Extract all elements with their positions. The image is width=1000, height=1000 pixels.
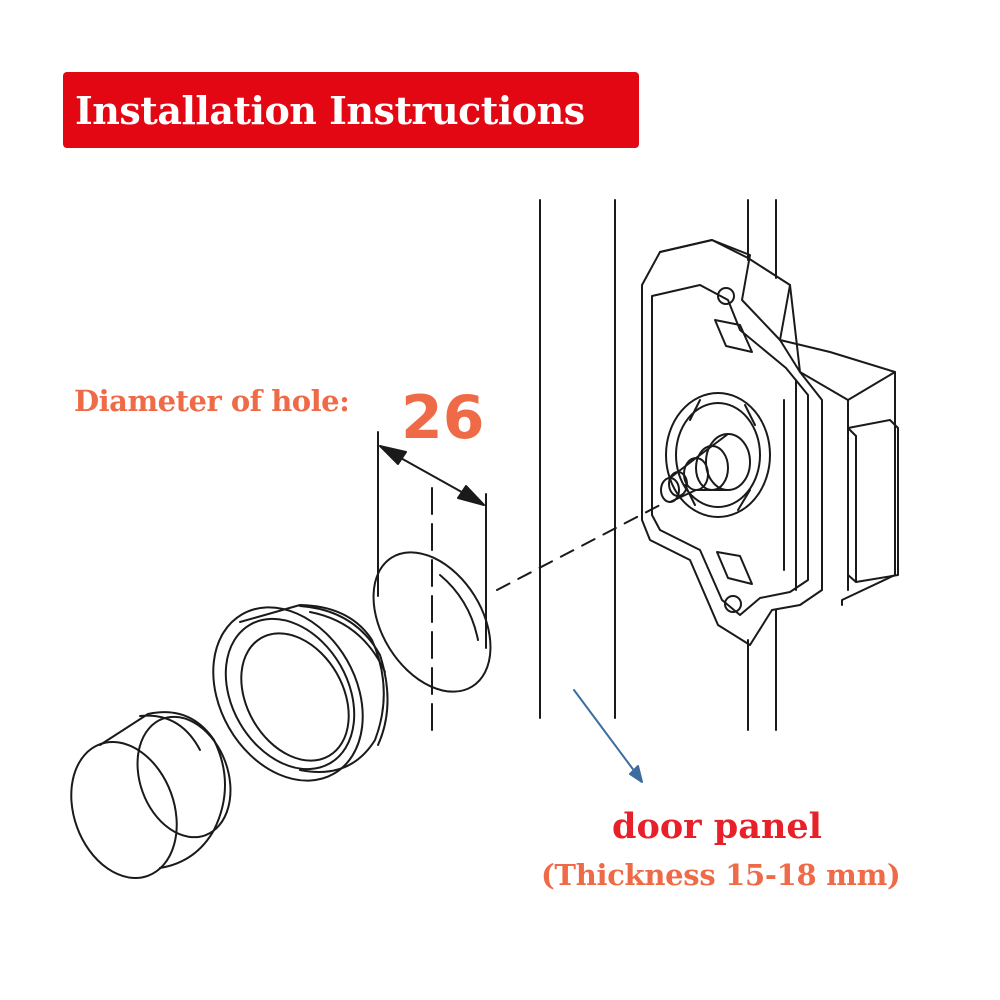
lock-body <box>641 239 899 646</box>
door-panel-label: door panel <box>612 806 822 847</box>
panel-thickness-label: (Thickness 15-18 mm) <box>541 858 901 892</box>
hole-diameter-label: Diameter of hole: <box>74 384 350 418</box>
title-banner: Installation Instructions <box>63 72 639 148</box>
bushing-sleeve <box>212 604 389 782</box>
door-panel-lines <box>539 199 777 731</box>
hole-diameter-value: 26 <box>401 383 485 453</box>
hole-dimension <box>372 431 492 731</box>
center-axis-line <box>496 504 661 591</box>
push-button <box>70 711 232 879</box>
title-text: Installation Instructions <box>75 87 585 133</box>
panel-pointer-arrow <box>573 689 643 783</box>
